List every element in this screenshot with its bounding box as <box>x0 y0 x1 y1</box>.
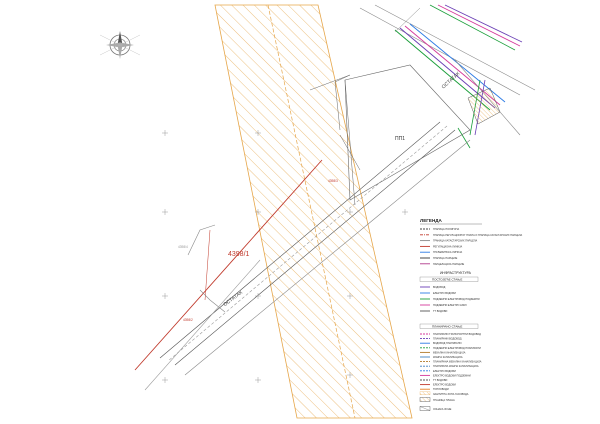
legend-footer-item: ОЗНАКА ЗОНЕ <box>419 406 452 411</box>
grid-cross <box>255 130 261 136</box>
legend-item: ПОДЗЕМНИ ЕЛЕКТРОВОД ПОДЗЕМНИ <box>420 298 480 301</box>
grid-cross <box>255 209 261 215</box>
legend-item: ГРАНИЦА РЕГУЛАЦИОНОГ ПЛАНА И ГРАНИЦА КАТ… <box>420 234 522 237</box>
grid-cross <box>347 209 353 215</box>
legend-infra-title: ИНФРАСТРУКТУРА <box>440 271 472 275</box>
legend-item: ЗАШТИТНА ЗОНА ГАСОВОДА <box>419 391 469 396</box>
legend-item: ЕЛЕКТРО ВОДОВИ <box>420 370 456 373</box>
legend-item-label: ПАРЦЕЛАЦИЈА ПАРЦЕЛЕ <box>433 263 465 266</box>
legend-existing-title: ПОСТОЈЕЋЕ СТАЊЕ <box>432 278 462 282</box>
grid-cross <box>162 293 168 299</box>
legend-item: ЕЛЕКТРО ВОДОВИ <box>420 384 456 387</box>
legend-item-label: ПОДЗЕМНИ ЕЛЕКТРО КАБЛ <box>433 304 467 307</box>
remainder-parcel <box>144 224 261 391</box>
parcel-boundary <box>204 229 211 301</box>
north-arrow-icon <box>106 31 134 59</box>
legend-item-label: ЕЛЕКТРО ВОДОВИ ПОДЗЕМНИ <box>433 374 471 377</box>
legend-item: ПОДЗЕМНИ ЕЛЕКТРО КАБЛ <box>420 304 467 307</box>
hatched-block <box>467 87 501 125</box>
legend-item: ПАРЦЕЛАЦИЈА ПАРЦЕЛЕ <box>420 263 465 266</box>
parcel-number-main: 4398/1 <box>228 251 250 258</box>
gas-protection-zone <box>214 4 413 419</box>
legend-item-label: ПОДЗЕМНИ ЕЛЕКТРОВОД ПОДЗЕМНИ <box>433 298 480 301</box>
grid-cross <box>255 293 261 299</box>
small-parcel-label: 4398/3 <box>328 179 338 183</box>
legend-item-label: ГРАНИЦА КАТАСТАРСКИХ ПАРЦЕЛА <box>433 240 478 243</box>
legend-item-label: РЕГУЛАЦИОНА ЛИНИЈА <box>433 245 463 248</box>
grid-cross <box>162 130 168 136</box>
legend-item: ГРАНИЦА ПАРЦЕЛЕ <box>420 257 458 260</box>
legend-item-label: ГРАНИЦА ПЛАНА <box>433 398 455 402</box>
legend-item-label: ВОДОВОД ПЛАНИРАНИ <box>433 342 462 345</box>
legend-item-label: ЗАШТИТНА ЗОНА ГАСОВОДА <box>433 393 469 396</box>
legend-item: ТТ ВОДОВИ <box>420 379 448 382</box>
legend-title: ЛЕГЕНДА <box>420 218 443 223</box>
legend-item: РЕГУЛАЦИОНА ЛИНИЈА <box>420 245 463 248</box>
legend-item: ТОПЛОВОДИ <box>420 388 449 391</box>
legend-item-label: ГРАЂЕВИНСКА ЛИНИЈА <box>433 251 463 254</box>
parcel-edge <box>339 134 361 171</box>
legend-item: ПЛАНИРАНИ ВОДОВОД <box>420 338 462 341</box>
grid-cross <box>162 209 168 215</box>
legend-item: ГРАНИЦА ПОЛИГОНА <box>420 228 459 231</box>
remainder-label-top: ОСТАТАК <box>441 71 462 90</box>
legend-item: ГРАЂЕВИНСКА ЛИНИЈА <box>420 251 463 254</box>
legend-item-label: ОЗНАКА ЗОНЕ <box>433 407 452 411</box>
legend-item: ГРАНИЦА КАТАСТАРСКИХ ПАРЦЕЛА <box>420 240 478 243</box>
grid-crosses <box>162 130 408 383</box>
legend-item-label: ГРАНИЦА РЕГУЛАЦИОНОГ ПЛАНА И ГРАНИЦА КАТ… <box>433 234 522 237</box>
legend-item: ВОДОВОД <box>420 286 446 289</box>
regulation-line <box>134 159 323 371</box>
legend-item: ПЛАНИРАНА КИШНА КАНАЛИЗАЦИЈА <box>420 365 479 368</box>
legend-item-label: КИШНА КАНАЛИЗАЦИЈА <box>433 356 463 359</box>
small-parcel-label: 4398/2 <box>183 318 193 322</box>
parcel-pp1 <box>344 64 471 201</box>
legend-item-label: ЕЛЕКТРО ВОДОВИ <box>433 384 456 387</box>
legend-item-label: ПЛАНИРАНИ ТРАНСПОРТНИ ВОДОВОД <box>433 333 481 336</box>
parcel-edge <box>309 74 351 131</box>
legend-item: КИШНА КАНАЛИЗАЦИЈА <box>420 356 463 359</box>
legend-item-label: ТОПЛОВОДИ <box>433 388 449 391</box>
zone-code-label: ПП1 <box>395 136 405 142</box>
gas-pipeline-line <box>267 4 356 419</box>
legend-item: ПЛАНИРАНА ФЕКАЛНА КАНАЛИЗАЦИЈА <box>420 361 482 364</box>
north-arrow-shadow <box>99 34 141 56</box>
legend-item: ЕЛЕКТРО ВОДОВИ <box>420 292 456 295</box>
legend-item-label: ГРАНИЦА ПАРЦЕЛЕ <box>433 257 458 260</box>
legend-item: ТТ ВОДОВИ <box>420 310 448 313</box>
main-road <box>159 121 471 376</box>
grid-cross <box>347 293 353 299</box>
legend: ЛЕГЕНДА ГРАНИЦА ПОЛИГОНА ГРАНИЦА РЕГУЛАЦИ… <box>419 218 522 411</box>
legend-item: ФЕКАЛНА КАНАЛИЗАЦИЈА <box>420 351 466 354</box>
parcel-edge <box>344 79 356 206</box>
small-parcel-label: 4398/4 <box>178 245 188 249</box>
road-network <box>359 4 536 149</box>
legend-item-label: ГРАНИЦА ПОЛИГОНА <box>433 228 459 231</box>
legend-item-label: ТТ ВОДОВИ <box>433 379 448 382</box>
legend-item-label: ПОДЗЕМНИ ЕЛЕКТРОВОД ПЛАНИРАНИ <box>433 347 481 350</box>
grid-cross <box>402 209 408 215</box>
grid-cross <box>162 377 168 383</box>
legend-item: ПОДЗЕМНИ ЕЛЕКТРОВОД ПЛАНИРАНИ <box>420 347 481 350</box>
legend-item-label: ЕЛЕКТРО ВОДОВИ <box>433 292 456 295</box>
legend-item: ВОДОВОД ПЛАНИРАНИ <box>420 342 462 345</box>
grid-cross <box>347 372 353 378</box>
legend-item: ПЛАНИРАНИ ТРАНСПОРТНИ ВОДОВОД <box>420 333 481 336</box>
legend-item-label: ВОДОВОД <box>433 286 446 289</box>
legend-item-label: ТТ ВОДОВИ <box>433 310 448 313</box>
legend-item: ЕЛЕКТРО ВОДОВИ ПОДЗЕМНИ <box>420 374 471 377</box>
legend-item-label: ПЛАНИРАНА КИШНА КАНАЛИЗАЦИЈА <box>433 365 479 368</box>
legend-footer-item: ГРАНИЦА ПЛАНА <box>419 397 455 402</box>
legend-item-label: ПЛАНИРАНИ ВОДОВОД <box>433 338 462 341</box>
legend-planned-title: ПЛАНИРАНО СТАЊЕ <box>432 325 462 329</box>
grid-cross <box>255 377 261 383</box>
legend-item-label: ПЛАНИРАНА ФЕКАЛНА КАНАЛИЗАЦИЈА <box>433 361 482 364</box>
legend-item-label: ФЕКАЛНА КАНАЛИЗАЦИЈА <box>433 351 466 354</box>
legend-item-label: ЕЛЕКТРО ВОДОВИ <box>433 370 456 373</box>
